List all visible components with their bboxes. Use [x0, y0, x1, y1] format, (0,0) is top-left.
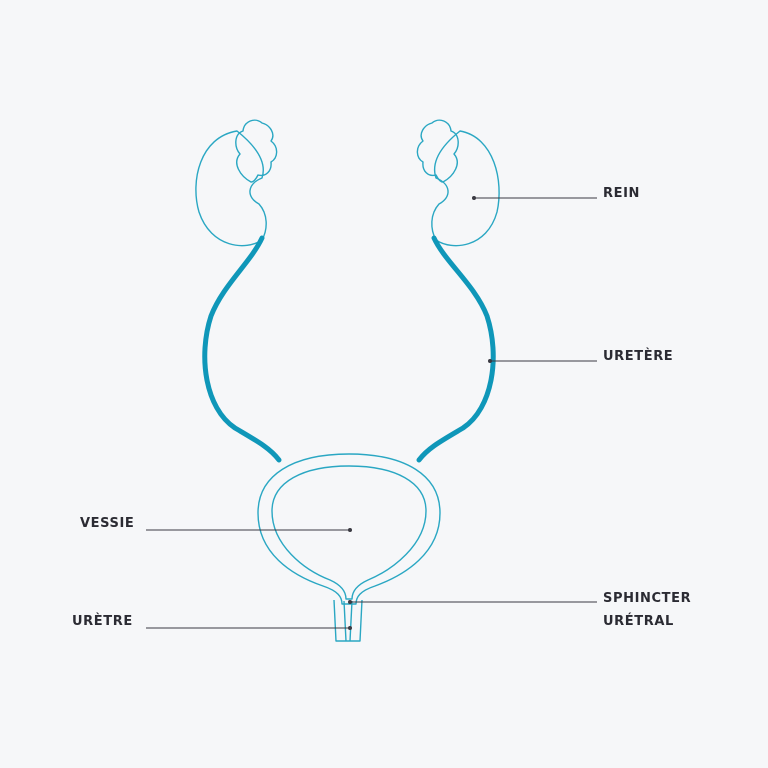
left-adrenal-gland — [235, 119, 278, 183]
ureter-leader — [488, 359, 597, 363]
bladder-inner-wall — [271, 465, 427, 600]
right-adrenal-gland — [416, 119, 459, 183]
label-urethra: URÈTRE — [72, 610, 133, 633]
bladder-leader — [146, 528, 352, 532]
urethra-leader — [146, 626, 352, 630]
label-ureter: URETÈRE — [603, 345, 673, 368]
urethra — [333, 599, 363, 642]
label-bladder-text: VESSIE — [80, 516, 135, 531]
label-sphincter-line2: URÉTRAL — [603, 614, 674, 629]
urethra-inner — [343, 600, 353, 642]
right-kidney — [416, 119, 500, 247]
bladder-outer-wall — [257, 453, 441, 605]
label-urethra-text: URÈTRE — [72, 614, 133, 629]
label-bladder: VESSIE — [80, 512, 134, 535]
bladder — [257, 453, 441, 605]
label-kidney: REIN — [603, 182, 640, 205]
left-kidney — [195, 119, 278, 247]
kidney-leader — [472, 196, 597, 200]
label-sphincter-line1: SPHINCTER — [603, 591, 692, 606]
right-ureter — [416, 235, 496, 463]
left-ureter — [202, 235, 282, 463]
right-kidney-body — [431, 130, 500, 247]
leader-lines — [146, 196, 597, 630]
sphincter-leader — [348, 600, 597, 604]
label-ureter-text: URETÈRE — [603, 349, 674, 364]
label-sphincter: SPHINCTER URÉTRAL — [603, 587, 691, 633]
left-kidney-body — [195, 130, 267, 247]
urethra-outer — [333, 599, 363, 642]
label-kidney-text: REIN — [603, 186, 641, 201]
